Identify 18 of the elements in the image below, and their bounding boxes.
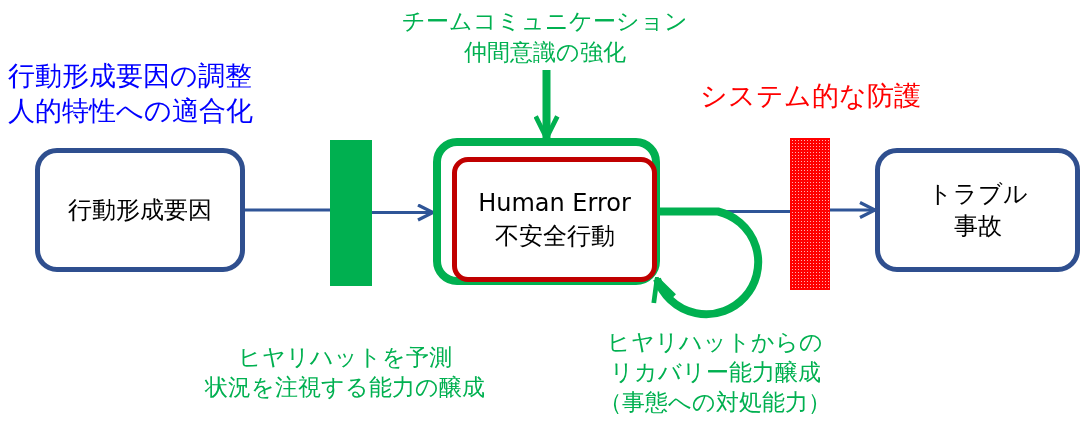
box-label: 行動形成要因 xyxy=(68,194,212,226)
arrow xyxy=(652,207,763,319)
note-text: ヒヤリハットを予測状況を注視する能力の醸成 xyxy=(205,343,485,402)
box-label: 不安全行動 xyxy=(494,220,615,252)
process-box xyxy=(35,148,245,272)
box-label: トラブル事故 xyxy=(927,178,1028,242)
team-frame xyxy=(433,138,660,285)
note-text: チームコミュニケーション仲間意識の強化 xyxy=(402,6,688,67)
arrow xyxy=(830,200,877,220)
arrow xyxy=(372,203,435,222)
box-label: Human Error xyxy=(478,188,631,220)
note-text: 行動形成要因の調整人的特性への適合化 xyxy=(8,59,253,129)
barrier-bar xyxy=(330,140,372,286)
note-text: システム的な防護 xyxy=(699,79,921,113)
process-box xyxy=(875,148,1080,272)
error-box xyxy=(452,157,657,282)
note-text: ヒヤリハットからのリカバリー能力醸成（事態への対処能力） xyxy=(599,328,831,417)
barrier-bar xyxy=(790,138,830,290)
